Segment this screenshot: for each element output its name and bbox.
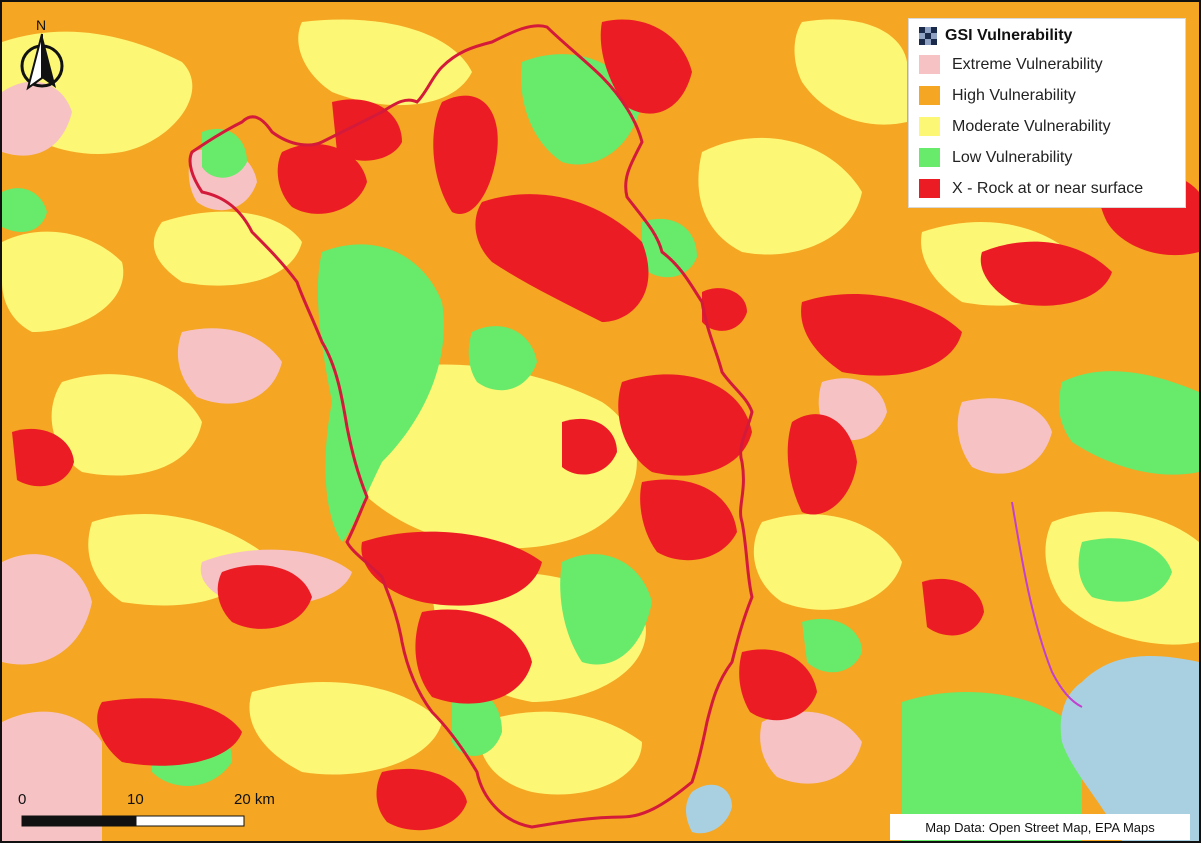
low-vulnerability-areas <box>2 54 1199 841</box>
north-label: N <box>36 17 46 33</box>
legend-header: GSI Vulnerability <box>919 23 1177 49</box>
raster-layer-icon <box>919 27 937 45</box>
legend-item-moderate: Moderate Vulnerability <box>919 111 1177 142</box>
scale-tick-0: 0 <box>18 791 26 808</box>
legend-item-rock: X - Rock at or near surface <box>919 173 1177 204</box>
legend-swatch-low <box>919 148 940 167</box>
north-arrow-icon: N <box>20 17 64 91</box>
legend-label-high: High Vulnerability <box>952 86 1076 104</box>
water-body <box>686 656 1199 841</box>
scale-tick-10: 10 <box>127 791 144 808</box>
legend-item-low: Low Vulnerability <box>919 142 1177 173</box>
legend-label-extreme: Extreme Vulnerability <box>952 55 1103 73</box>
scale-segment-dark <box>21 815 137 827</box>
catchment-boundary <box>188 24 754 829</box>
legend-item-high: High Vulnerability <box>919 80 1177 111</box>
rock-near-surface-areas <box>12 19 1199 831</box>
scale-segment-light <box>135 815 245 827</box>
legend-label-rock: X - Rock at or near surface <box>952 179 1144 197</box>
legend-item-extreme: Extreme Vulnerability <box>919 49 1177 80</box>
legend-swatch-extreme <box>919 55 940 74</box>
legend-swatch-high <box>919 86 940 105</box>
scale-tick-20: 20 km <box>234 791 275 808</box>
scale-bar: 0 10 20 km <box>16 788 275 834</box>
legend-swatch-rock <box>919 179 940 198</box>
legend-title: GSI Vulnerability <box>945 27 1073 44</box>
legend-swatch-moderate <box>919 117 940 136</box>
map-attribution: Map Data: Open Street Map, EPA Maps <box>890 814 1190 840</box>
legend-label-low: Low Vulnerability <box>952 148 1073 166</box>
legend-label-moderate: Moderate Vulnerability <box>952 117 1111 135</box>
map-legend: GSI Vulnerability Extreme Vulnerability … <box>908 18 1186 208</box>
river-line <box>1011 501 1083 708</box>
north-arrow: N <box>16 16 72 98</box>
